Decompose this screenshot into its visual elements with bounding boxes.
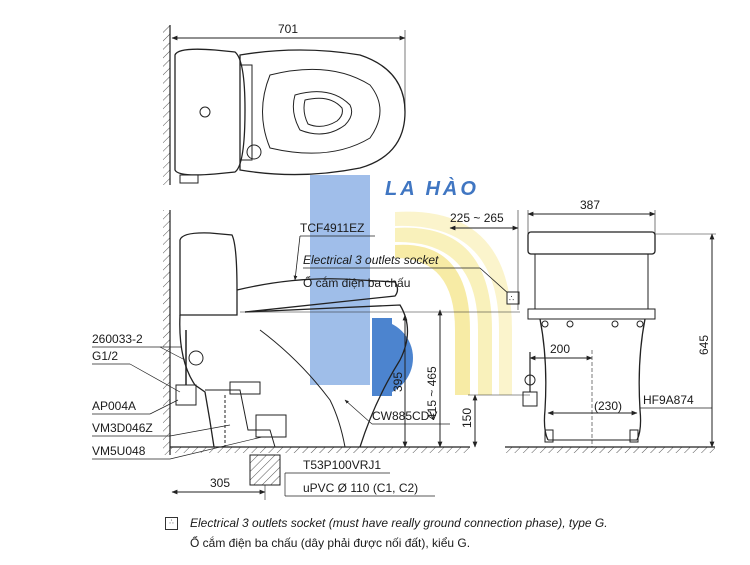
floor-hatch-side [170, 447, 470, 453]
label-part-ap004a: AP004A [92, 399, 136, 413]
front-view: 387 200 (230) HF9A874 [505, 198, 716, 453]
outlet-icon: ∴ [165, 517, 178, 530]
note-vietnamese: Ổ cắm điện ba chấu (dây phải được nối đấ… [190, 536, 471, 550]
label-seat-model: TCF4911EZ [300, 221, 364, 235]
seat-outline [239, 49, 406, 176]
dim-387-label: 387 [580, 198, 600, 212]
label-part-g12: G1/2 [92, 349, 118, 363]
dim-230-label: (230) [594, 399, 622, 413]
side-view: TCF4911EZ Electrical 3 outlets socket Ổ … [92, 210, 530, 500]
label-part-vm5u048: VM5U048 [92, 444, 146, 458]
dim-701-label: 701 [278, 22, 298, 36]
wall-hatch-side [163, 210, 170, 455]
dim-415-465-label: 415 ~ 465 [425, 366, 439, 420]
dim-305-label: 305 [210, 476, 230, 490]
front-tank [527, 231, 656, 255]
floor-hatch-front [505, 447, 715, 453]
label-part-260033-2: 260033-2 [92, 332, 143, 346]
logo-arc-1 [395, 244, 470, 395]
label-drain-model: T53P100VRJ1 [303, 458, 381, 472]
label-hose-model: HF9A874 [643, 393, 694, 407]
drain-pipe [249, 454, 281, 486]
dim-395-label: 395 [391, 372, 405, 392]
logo-arc-3 [395, 211, 512, 395]
dim-225-265-label: 225 ~ 265 [450, 211, 504, 225]
label-pipe: uPVC Ø 110 (C1, C2) [303, 481, 418, 495]
bowl-outline [262, 68, 381, 154]
logo-text: LA HÀO [385, 177, 479, 200]
label-socket-en: Electrical 3 outlets socket [303, 253, 439, 267]
front-body [539, 318, 549, 441]
dim-150-label: 150 [460, 408, 474, 428]
top-view: 701 [163, 22, 406, 185]
socket-icon [506, 291, 520, 305]
logo-arc-2 [395, 227, 492, 395]
svg-text:∴: ∴ [509, 294, 514, 303]
logo-bowl-stem [372, 318, 392, 396]
note-english: Electrical 3 outlets socket (must have r… [190, 516, 608, 530]
label-part-vm3d046z: VM3D046Z [92, 421, 153, 435]
dim-645-label: 645 [697, 335, 711, 355]
tank-side [179, 232, 238, 316]
label-socket-vi: Ổ cắm điện ba chấu [303, 275, 410, 290]
seat-lid-side [236, 278, 399, 313]
dim-200-label: 200 [550, 342, 570, 356]
wall-hatch-top [163, 25, 170, 185]
front-seat [534, 253, 649, 310]
